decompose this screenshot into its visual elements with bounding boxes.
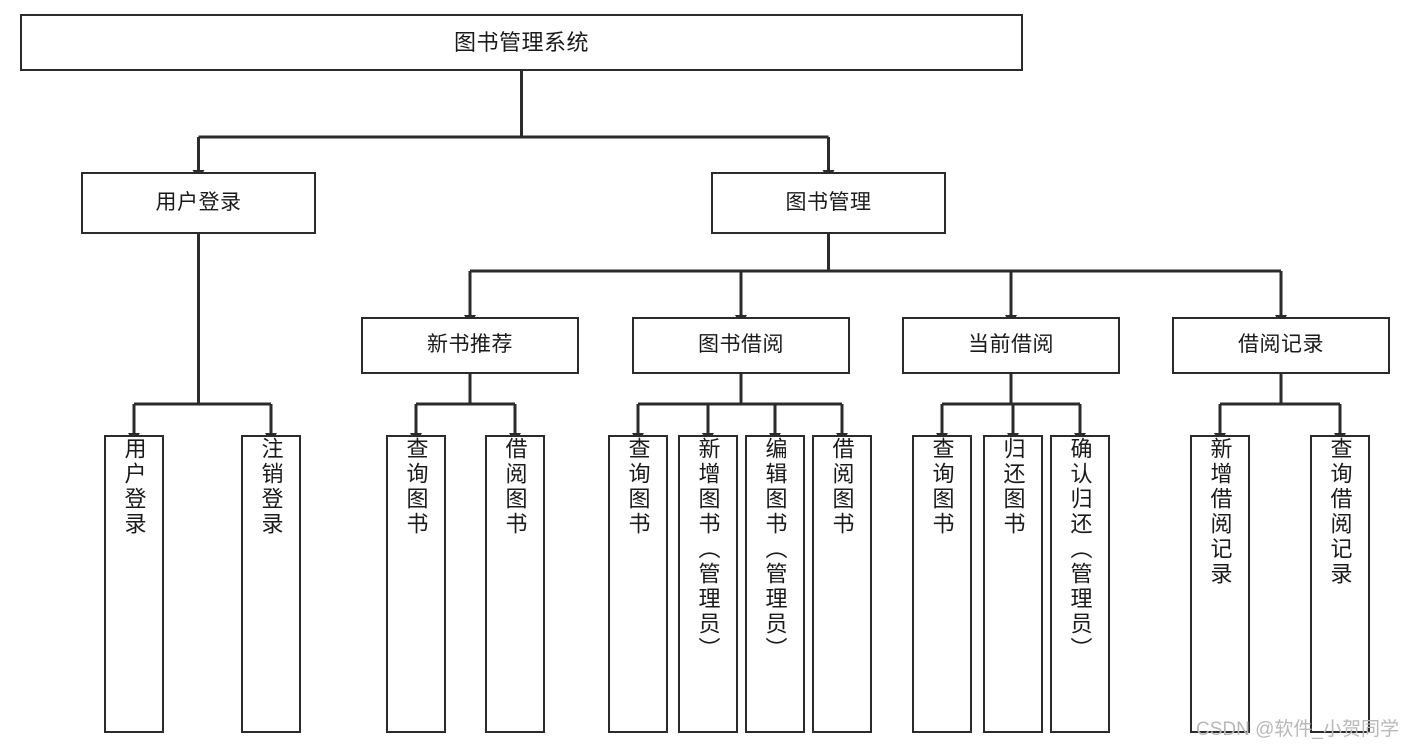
node-leaf-query-book-2[interactable]: 查询图书 — [608, 435, 668, 733]
node-label: 新增图书（管理员） — [695, 437, 721, 662]
node-label: 用户登录 — [155, 190, 242, 214]
node-label: 新书推荐 — [427, 333, 513, 357]
node-leaf-borrow-book-2[interactable]: 借阅图书 — [812, 435, 872, 733]
node-leaf-borrow-book-1[interactable]: 借阅图书 — [485, 435, 545, 733]
node-user-login[interactable]: 用户登录 — [81, 172, 316, 234]
node-label: 借阅图书 — [829, 437, 855, 537]
node-leaf-confirm-return[interactable]: 确认归还（管理员） — [1050, 435, 1110, 733]
node-label: 查询借阅记录 — [1327, 437, 1353, 587]
node-root[interactable]: 图书管理系统 — [20, 14, 1023, 71]
node-label: 查询图书 — [625, 437, 651, 537]
node-label: 当前借阅 — [968, 333, 1054, 357]
node-label: 归还图书 — [1000, 437, 1026, 537]
node-label: 注销登录 — [258, 437, 284, 537]
node-leaf-add-book[interactable]: 新增图书（管理员） — [678, 435, 738, 733]
node-label: 借阅记录 — [1238, 333, 1324, 357]
node-borrow-record[interactable]: 借阅记录 — [1172, 317, 1390, 374]
node-label: 图书管理系统 — [453, 29, 589, 55]
node-leaf-return-book[interactable]: 归还图书 — [983, 435, 1043, 733]
node-leaf-query-book-3[interactable]: 查询图书 — [912, 435, 972, 733]
node-leaf-query-book-1[interactable]: 查询图书 — [386, 435, 446, 733]
node-label: 借阅图书 — [502, 437, 528, 537]
node-label: 查询图书 — [929, 437, 955, 537]
node-label: 图书借阅 — [698, 333, 784, 357]
node-label: 用户登录 — [121, 437, 147, 537]
node-leaf-user-login[interactable]: 用户登录 — [104, 435, 164, 733]
node-new-book-rec[interactable]: 新书推荐 — [361, 317, 579, 374]
node-label: 编辑图书（管理员） — [762, 437, 788, 662]
node-current-borrow[interactable]: 当前借阅 — [902, 317, 1120, 374]
node-label: 图书管理 — [785, 190, 872, 214]
node-book-manage[interactable]: 图书管理 — [711, 172, 946, 234]
node-leaf-edit-book[interactable]: 编辑图书（管理员） — [745, 435, 805, 733]
node-leaf-query-record[interactable]: 查询借阅记录 — [1310, 435, 1370, 733]
node-book-borrow[interactable]: 图书借阅 — [632, 317, 850, 374]
node-leaf-add-record[interactable]: 新增借阅记录 — [1190, 435, 1250, 733]
node-leaf-logout[interactable]: 注销登录 — [241, 435, 301, 733]
node-label: 确认归还（管理员） — [1067, 437, 1093, 662]
node-label: 查询图书 — [403, 437, 429, 537]
csdn-watermark: CSDN @软件_小贺同学 — [1196, 719, 1399, 740]
node-label: 新增借阅记录 — [1207, 437, 1233, 587]
